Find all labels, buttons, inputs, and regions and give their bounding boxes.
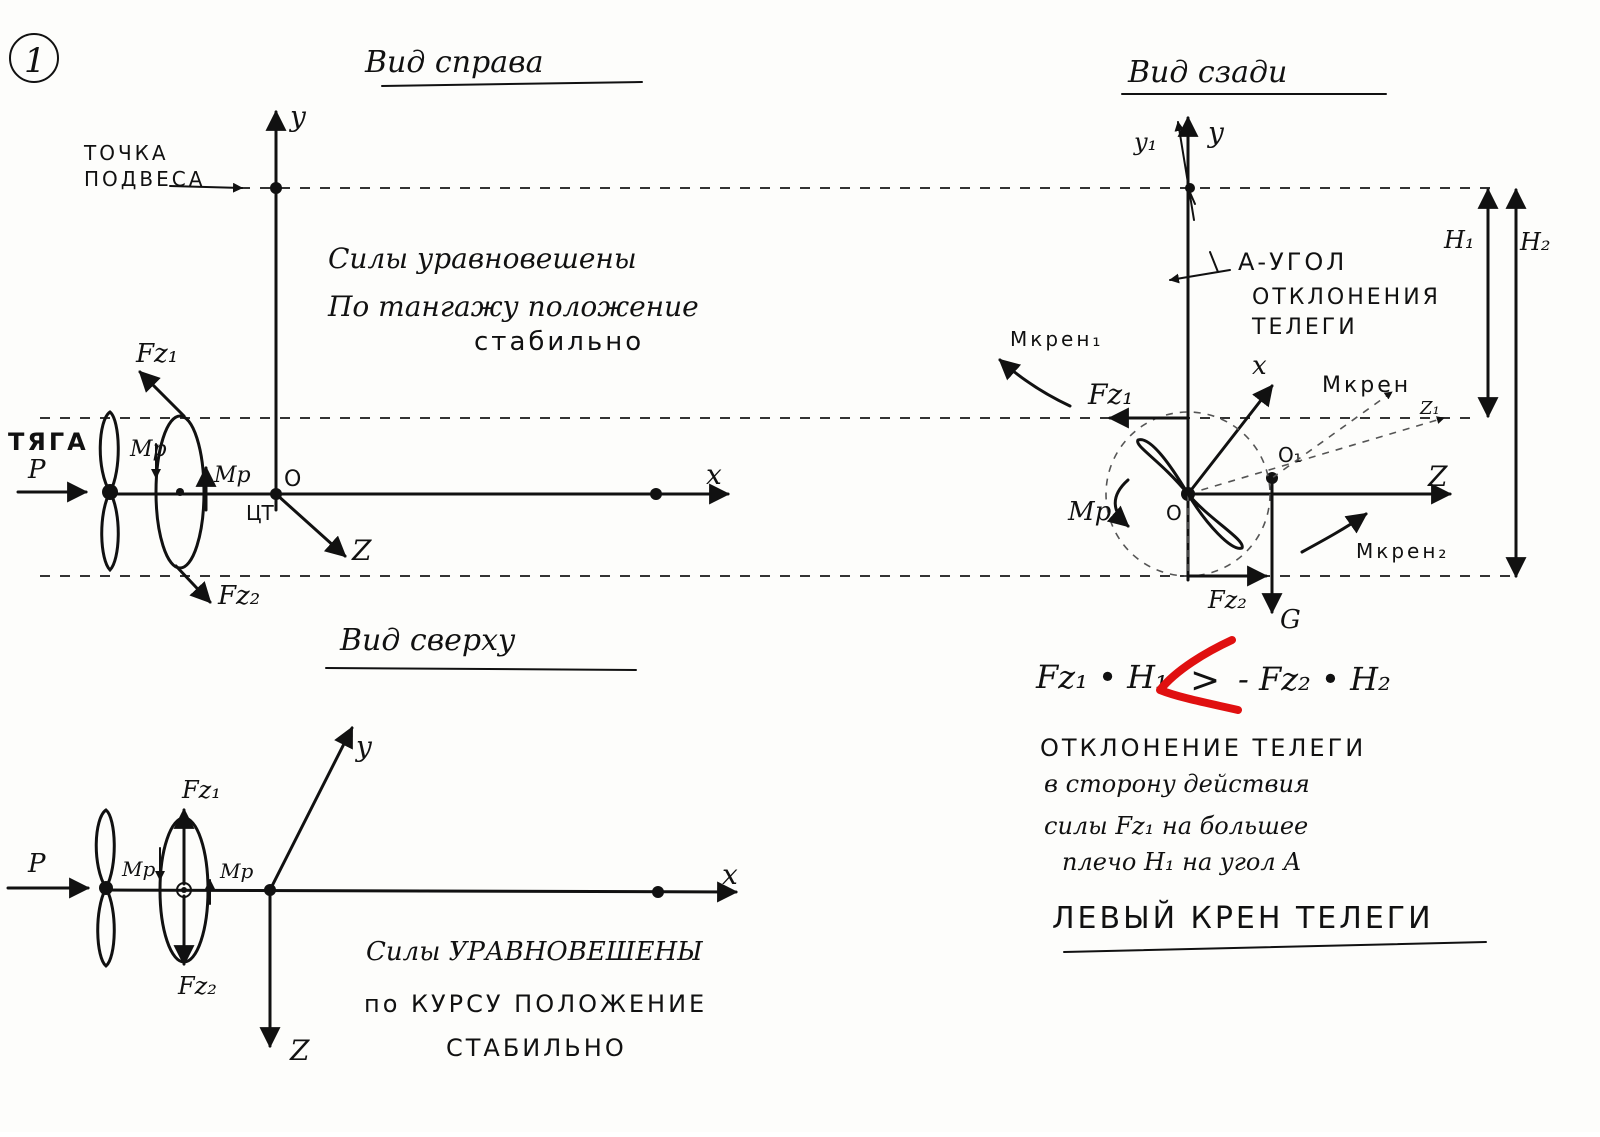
suspension-pointer-arrow	[169, 182, 243, 193]
top-view-note-3: СТАБИЛЬНО	[446, 1034, 627, 1062]
top-view-note-2: по КУРСУ ПОЛОЖЕНИЕ	[364, 990, 707, 1018]
x-axis-point	[650, 488, 662, 500]
fz1-label-side: Fz₁	[135, 339, 178, 369]
conclusion-line-1: ОТКЛОНЕНИЕ ТЕЛЕГИ	[1040, 734, 1366, 762]
right-view-z-label: Z	[351, 534, 372, 567]
right-view-note-1: Силы уравновешены	[328, 242, 637, 275]
mkren-direction-line	[1271, 391, 1393, 479]
right-view: Вид справа y x Z O ЦТ ТОЧКА ПОДВЕСА ТЯГА…	[8, 45, 1510, 611]
conclusion-line-4: плечо H₁ на угол А	[1062, 848, 1301, 876]
sheet-number: 1	[9, 33, 59, 83]
rear-view-y-label: y	[1206, 116, 1225, 149]
top-view-x-axis	[102, 881, 739, 903]
top-view-x-label: x	[722, 858, 738, 891]
equation-right: - Fz₂ • H₂	[1238, 660, 1391, 698]
mp-left-label: Мр	[129, 437, 167, 462]
gravity-label: G	[1280, 605, 1301, 635]
top-view-y-label: y	[354, 730, 373, 763]
mkren1-label: Мкрен₁	[1010, 327, 1103, 351]
right-view-y-label: y	[288, 100, 307, 133]
rear-propeller	[1136, 438, 1244, 550]
fz1-label-rear: Fz₁	[1087, 378, 1133, 411]
rear-view-y1-axis	[1174, 121, 1195, 221]
top-view-z-label: Z	[289, 1034, 310, 1067]
conclusion-final: ЛЕВЫЙ КРЕН ТЕЛЕГИ	[1052, 900, 1434, 936]
rear-suspension-point	[1185, 183, 1195, 193]
h1-label: H₁	[1443, 226, 1475, 254]
rear-view-y1-label: y₁	[1133, 128, 1157, 156]
top-view-title: Вид сверху	[339, 623, 516, 658]
fz2-label-top: Fz₂	[177, 972, 217, 1000]
right-view-title: Вид справа	[364, 45, 543, 80]
thrust-label: ТЯГА	[8, 428, 89, 456]
angle-note-1: А-УГОЛ	[1238, 248, 1347, 276]
equation: Fz₁ • H₁ > - Fz₂ • H₂	[1035, 636, 1391, 714]
top-view-y-axis	[268, 726, 354, 892]
right-view-cg-label: ЦТ	[246, 501, 275, 525]
top-view: Вид сверху x y Z Р Fz₁ Fz₂ Мр Мр Силы УР…	[6, 623, 739, 1067]
top-thrust-label: Р	[27, 849, 46, 879]
angle-note-3: ТЕЛЕГИ	[1251, 315, 1358, 340]
right-view-z-axis	[274, 492, 347, 558]
rear-view-z1-axis	[1187, 416, 1445, 495]
h2-label: H₂	[1519, 228, 1551, 256]
top-view-title-underline	[325, 667, 637, 671]
conclusion: ОТКЛОНЕНИЕ ТЕЛЕГИ в сторону действия сил…	[1040, 734, 1487, 953]
mkren1-arrow	[998, 358, 1072, 408]
fz1-arrow-side	[138, 370, 186, 418]
suspension-point	[270, 182, 282, 194]
correction-less-than-mark	[1156, 636, 1242, 714]
rear-o1-label: O₁	[1278, 443, 1302, 467]
rear-view-z1-label: Z₁	[1419, 398, 1440, 419]
right-view-title-underline	[381, 81, 643, 87]
thrust-p-label: Р	[27, 455, 46, 485]
conclusion-line-2: в сторону действия	[1044, 770, 1310, 798]
cg-point	[270, 488, 282, 500]
mkren-label: Мкрен	[1322, 373, 1411, 398]
mp-right-label: Мр	[213, 463, 251, 488]
rear-view-z-label: Z	[1427, 460, 1448, 493]
svg-text:1: 1	[24, 41, 46, 81]
conclusion-line-3: силы Fz₁ на большее	[1044, 812, 1308, 840]
rear-view: Вид сзади y y₁ Z x Z₁ O O₁ Fz₁ Fz₂ G	[998, 55, 1551, 635]
angle-pointer	[1169, 269, 1231, 284]
propeller-hub	[102, 484, 118, 500]
right-view-note-2: По тангажу положение	[327, 290, 699, 323]
rear-view-title: Вид сзади	[1127, 55, 1287, 90]
rear-origin-label: O	[1166, 501, 1182, 525]
right-view-note-3: стабильно	[474, 327, 644, 357]
mkren2-label: Мкрен₂	[1356, 539, 1449, 563]
fz2-label-rear: Fz₂	[1207, 586, 1247, 614]
mkren2-arrow	[1300, 512, 1368, 554]
fz2-label-side: Fz₂	[217, 581, 260, 611]
right-view-origin-label: O	[284, 467, 301, 492]
rear-view-x-label: x	[1252, 351, 1267, 381]
fz1-label-top: Fz₁	[181, 776, 221, 804]
mp-left-label-top: Мр	[121, 857, 155, 881]
equation-left: Fz₁ • H₁	[1035, 658, 1168, 696]
right-view-x-label: x	[706, 458, 722, 491]
rotation-ellipse-side	[154, 414, 206, 570]
mp-arrow-rear	[1106, 478, 1130, 528]
suspension-label-1: ТОЧКА	[83, 141, 169, 165]
mp-right-label-top: Мр	[219, 859, 253, 883]
top-view-note-1: Силы УРАВНОВЕШЕНЫ	[366, 937, 703, 967]
angle-note-2: ОТКЛОНЕНИЯ	[1252, 285, 1441, 310]
rear-view-x-axis	[1186, 384, 1274, 496]
equation-sign: >	[1190, 660, 1220, 701]
mp-label-rear: Мр	[1067, 497, 1112, 527]
conclusion-underline	[1063, 941, 1487, 953]
fz2-arrow-side	[174, 564, 212, 604]
